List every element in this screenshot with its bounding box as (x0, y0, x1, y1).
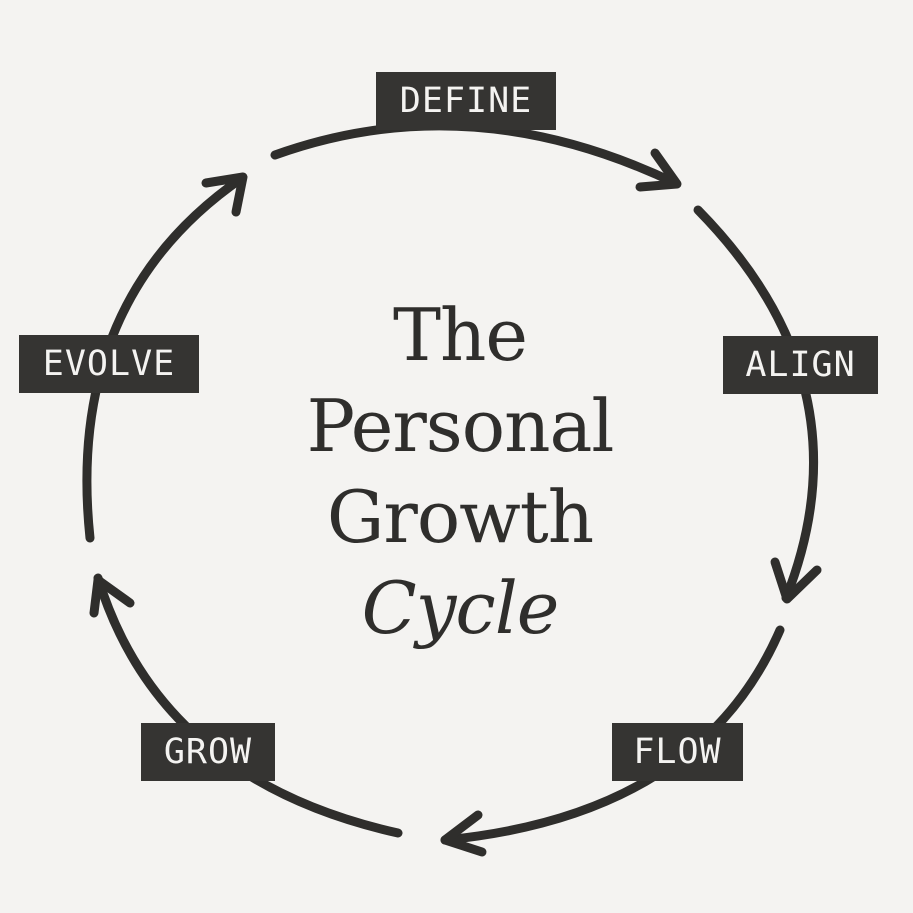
arc-line-define-align (270, 121, 680, 188)
diagram-title: The Personal Growth Cycle (230, 290, 690, 654)
stage-label-flow: FLOW (612, 723, 743, 781)
arrowhead-right-icon (635, 148, 682, 192)
arc-line-evolve-define (82, 173, 247, 543)
stage-label-grow: GROW (141, 723, 275, 781)
stage-label-define: DEFINE (376, 72, 556, 130)
arc-line-align-flow (693, 205, 819, 603)
arc-define-to-align (270, 121, 682, 192)
arrowhead-up-right-icon (201, 172, 248, 217)
arrowhead-down-icon (770, 557, 822, 604)
arrowhead-left-icon (440, 810, 487, 857)
title-line-2: Personal (306, 384, 615, 468)
arc-align-to-flow (693, 205, 822, 604)
stage-label-align: ALIGN (723, 336, 878, 394)
title-line-3: Growth (326, 475, 594, 559)
arc-evolve-to-define (82, 172, 248, 543)
arrowhead-up-left-icon (89, 575, 135, 618)
title-line-1: The (392, 293, 528, 377)
title-line-4: Cycle (361, 566, 560, 650)
stage-label-evolve: EVOLVE (19, 335, 199, 393)
